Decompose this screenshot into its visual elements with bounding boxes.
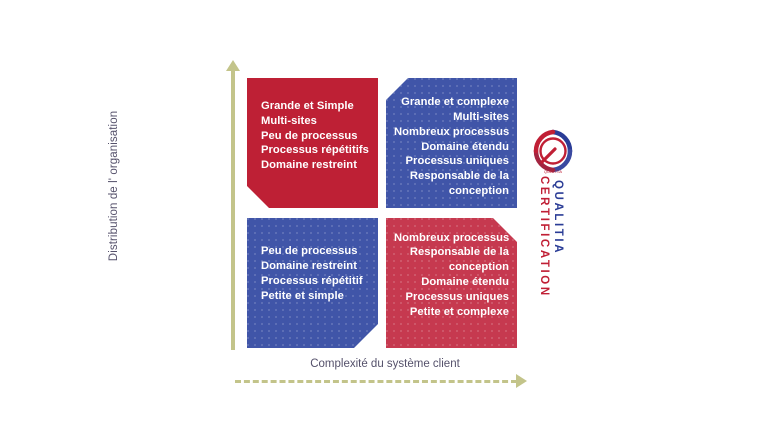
- quadrant-text-line: Processus répétitif: [261, 275, 363, 287]
- logo-word-qualitia: QUALITIA: [552, 180, 564, 256]
- logo-word-certification: CERTIFICATION: [538, 176, 550, 298]
- qualitia-logo-wordmark: QUALITIA CERTIFICATION: [524, 174, 584, 334]
- y-axis-arrowhead-icon: [226, 60, 240, 71]
- quadrant-text-line: Nombreux processus: [394, 231, 510, 244]
- quadrant-text-line: conception: [448, 184, 509, 197]
- x-axis-line: [235, 380, 517, 383]
- quadrant-text-line: Petite et complexe: [409, 305, 509, 318]
- quadrant-text-line: Grande et complexe: [401, 96, 509, 109]
- x-axis-arrowhead-icon: [516, 374, 527, 388]
- quadrant-text-line: Responsable de la: [409, 246, 509, 259]
- qualitia-logo: QUALITIA QUALITIA CERTIFICATION: [524, 126, 588, 331]
- quadrant-text-line: Domaine restreint: [261, 260, 357, 273]
- y-axis-line: [231, 68, 235, 350]
- quadrant-text-line: Domaine étendu: [421, 276, 509, 288]
- quadrant-text-line: Processus uniques: [405, 155, 509, 168]
- quadrant-text-line: Domaine étendu: [421, 140, 509, 153]
- quadrant-text-line: Domaine restreint: [261, 159, 357, 172]
- x-axis-label: Complexité du système client: [310, 358, 460, 370]
- quadrant-text-line: Petite et simple: [261, 289, 344, 302]
- quadrant-text-line: Nombreux processus: [394, 125, 510, 138]
- y-axis-label: Distribution de l' organisation: [108, 110, 120, 262]
- quadrant-text-line: Responsable de la: [409, 170, 509, 183]
- qualitia-ring-icon: QUALITIA: [528, 126, 578, 176]
- quadrant-text-line: Multi-sites: [453, 111, 509, 124]
- quadrant-text-line: Grande et Simple: [261, 100, 354, 113]
- quadrant-text-line: conception: [448, 261, 509, 274]
- quadrant-text-line: Peu de processus: [261, 129, 358, 142]
- svg-text:QUALITIA: QUALITIA: [544, 169, 563, 174]
- quadrant-text-line: Processus répétitifs: [261, 144, 369, 157]
- quadrant-text-line: Processus uniques: [405, 290, 509, 303]
- quadrant-text-line: Multi-sites: [261, 114, 317, 127]
- quadrant-text-line: Peu de processus: [261, 245, 358, 258]
